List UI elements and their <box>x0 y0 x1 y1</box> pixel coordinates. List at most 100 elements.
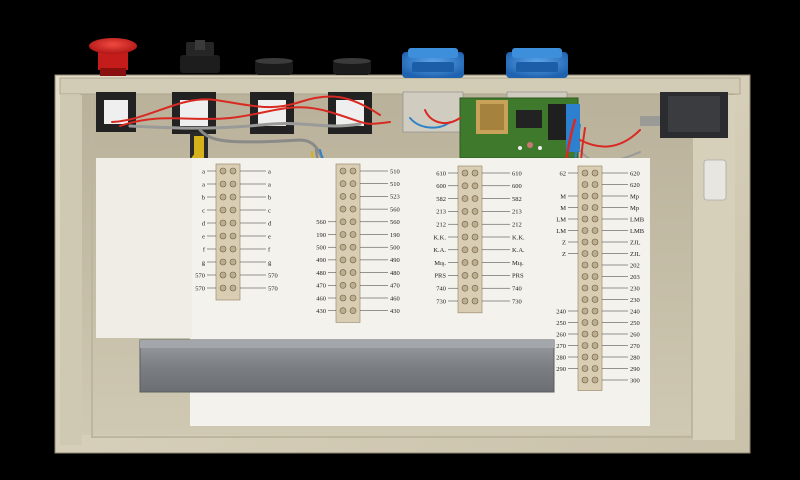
indicator-lamp-1 <box>255 58 293 75</box>
terminal-screw <box>581 307 589 315</box>
terminal-label-right: 300 <box>630 377 640 384</box>
terminal-screw <box>591 250 599 257</box>
terminal-label-right: 190 <box>390 232 400 239</box>
terminal-screw <box>349 256 357 264</box>
terminal-label-right: 230 <box>630 297 640 304</box>
terminal-label-right: 600 <box>512 183 522 190</box>
terminal-screw <box>461 233 469 241</box>
transformer <box>640 92 728 201</box>
cabinet-left-wall <box>60 95 82 445</box>
terminal-screw <box>591 273 599 280</box>
terminal-screw <box>471 259 479 266</box>
terminal-screw <box>229 193 237 201</box>
power-socket-1 <box>402 48 464 78</box>
selector-switch[interactable] <box>180 40 220 73</box>
terminal-screw <box>591 261 599 269</box>
terminal-label-left: 470 <box>316 283 326 290</box>
terminal-screw <box>461 297 469 305</box>
terminal-label-left: 190 <box>316 232 326 239</box>
terminal-screw <box>471 272 479 279</box>
terminal-screw <box>591 307 599 315</box>
terminal-screw <box>349 294 357 302</box>
terminal-screw <box>229 245 237 253</box>
terminal-label-left: e <box>202 233 205 240</box>
terminal-screw <box>461 272 469 279</box>
terminal-screw <box>229 258 237 266</box>
terminal-screw <box>591 342 599 349</box>
terminal-label-left: Mış. <box>434 260 446 267</box>
terminal-screw <box>581 319 589 326</box>
terminal-label-right: g <box>268 259 272 266</box>
terminal-strip <box>335 163 361 323</box>
terminal-label-left: 610 <box>436 170 446 177</box>
terminal-screw <box>581 215 589 223</box>
terminal-screw <box>591 284 599 292</box>
cable-duct <box>139 339 555 393</box>
terminal-label-right: 203 <box>630 274 640 281</box>
terminal-label-left: 570 <box>195 272 205 279</box>
terminal-screw <box>219 284 227 292</box>
terminal-label-left: 740 <box>436 286 446 293</box>
terminal-screw <box>339 269 347 276</box>
terminal-label-right: 260 <box>630 331 640 338</box>
terminal-screw <box>591 365 599 372</box>
terminal-screw <box>349 218 357 226</box>
terminal-label-right: Mp <box>630 193 639 200</box>
terminal-screw <box>591 215 599 223</box>
terminal-screw <box>581 273 589 280</box>
terminal-screw <box>471 195 479 202</box>
terminal-screw <box>339 307 347 315</box>
terminal-screw <box>219 258 227 266</box>
terminal-screw <box>349 231 357 238</box>
terminal-label-right: 230 <box>630 285 640 292</box>
emergency-stop-button[interactable] <box>89 38 137 76</box>
relay-pcb <box>459 97 580 159</box>
terminal-label-right: PRS <box>512 273 524 280</box>
terminal-label-right: 280 <box>630 354 640 361</box>
terminal-screw <box>339 281 347 289</box>
terminal-screw <box>471 169 479 177</box>
terminal-screw <box>219 219 227 227</box>
terminal-label-right: 460 <box>390 295 400 302</box>
terminal-screw <box>219 206 227 214</box>
terminal-label-left: 480 <box>316 270 326 277</box>
terminal-screw <box>581 250 589 257</box>
terminal-label-left: M <box>560 193 566 200</box>
terminal-label-left: Z <box>562 239 566 246</box>
terminal-label-right: 202 <box>630 262 640 269</box>
terminal-screw <box>461 246 469 254</box>
terminal-screw <box>229 284 237 292</box>
terminal-screw <box>581 204 589 211</box>
terminal-screw <box>581 376 589 384</box>
terminal-label-right: 560 <box>390 219 400 226</box>
terminal-label-right: 620 <box>630 170 640 177</box>
terminal-screw <box>339 294 347 302</box>
terminal-label-left: 270 <box>556 343 566 350</box>
terminal-screw <box>581 227 589 234</box>
terminal-label-right: e <box>268 233 271 240</box>
terminal-screw <box>471 233 479 241</box>
terminal-screw <box>591 238 599 246</box>
terminal-strip <box>215 163 241 301</box>
terminal-screw <box>471 208 479 215</box>
terminal-screw <box>349 193 357 200</box>
terminal-label-left: 213 <box>436 209 446 216</box>
terminal-screw <box>219 232 227 240</box>
terminal-screw <box>591 169 599 177</box>
terminal-strip <box>457 165 483 314</box>
terminal-label-right: K.A. <box>512 247 525 254</box>
terminal-screw <box>581 169 589 177</box>
terminal-label-left: 430 <box>316 308 326 315</box>
terminal-screw <box>471 246 479 254</box>
terminal-label-left: d <box>202 220 206 227</box>
terminal-label-right: 620 <box>630 182 640 189</box>
terminal-label-left: 62 <box>560 170 567 177</box>
terminal-label-left: 500 <box>316 245 326 252</box>
terminal-label-left: 240 <box>556 308 566 315</box>
terminal-label-right: Mış. <box>512 260 524 267</box>
power-socket-2 <box>506 48 568 78</box>
terminal-screw <box>461 182 469 190</box>
